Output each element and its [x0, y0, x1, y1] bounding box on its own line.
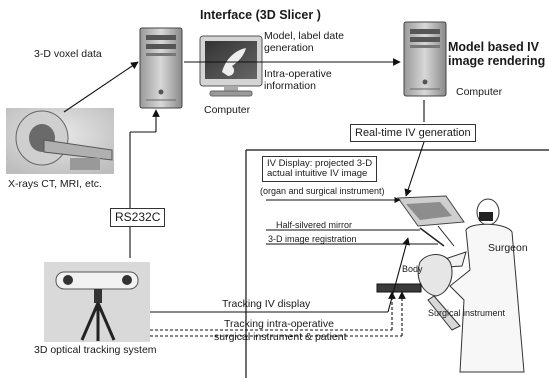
interface-title: Interface (3D Slicer ) [200, 8, 321, 22]
computer-left-label: Computer [204, 104, 251, 116]
computer-monitor [199, 35, 263, 97]
rendering-computer-tower [403, 21, 447, 97]
surgeon-label: Surgeon [488, 242, 528, 254]
model-title-line1: Model based IV [448, 40, 539, 54]
iv-display-box: IV Display: projected 3-D actual intuiti… [262, 156, 378, 182]
surgeon-figure [431, 198, 525, 373]
iv-display-line1: IV Display: projected 3-D [267, 158, 373, 169]
tracking-intra-line2: surgical instrument & patient [214, 331, 347, 343]
mirror-label: Half-silvered mirror [276, 220, 353, 230]
interface-computer-tower [139, 27, 183, 109]
tracking-intra-line1: Tracking intra-operative [224, 318, 334, 330]
voxel-data-label: 3-D voxel data [34, 48, 102, 60]
ct-scanner-image [6, 108, 114, 174]
computer-right-label: Computer [456, 86, 503, 98]
iv-display-line2: actual intuitive IV image [267, 168, 368, 179]
optical-tracking-label: 3D optical tracking system [34, 344, 157, 356]
connection-lines [63, 58, 438, 337]
registration-label: 3-D image registration [268, 234, 357, 244]
intra-op-line2: information [264, 80, 316, 92]
rs232c-box: RS232C [110, 208, 166, 227]
iv-display-assembly [397, 195, 465, 247]
intra-op-line1: Intra-operative [264, 68, 332, 80]
realtime-iv-box: Real-time IV generation [350, 124, 476, 142]
model-title-line2: image rendering [448, 54, 546, 68]
body-label: Body [402, 264, 423, 274]
model-desc-line1: Model, label date [264, 30, 344, 42]
organ-note-label: (organ and surgical instrument) [260, 186, 385, 196]
optical-tracking-image [44, 262, 150, 342]
surgical-instrument-label: Surgical instrument [428, 308, 506, 318]
xray-ct-label: X-rays CT, MRI, etc. [8, 178, 102, 190]
tracking-iv-label: Tracking IV display [222, 298, 311, 310]
model-desc-line2: generation [264, 42, 314, 54]
operating-room-frame [245, 149, 549, 378]
